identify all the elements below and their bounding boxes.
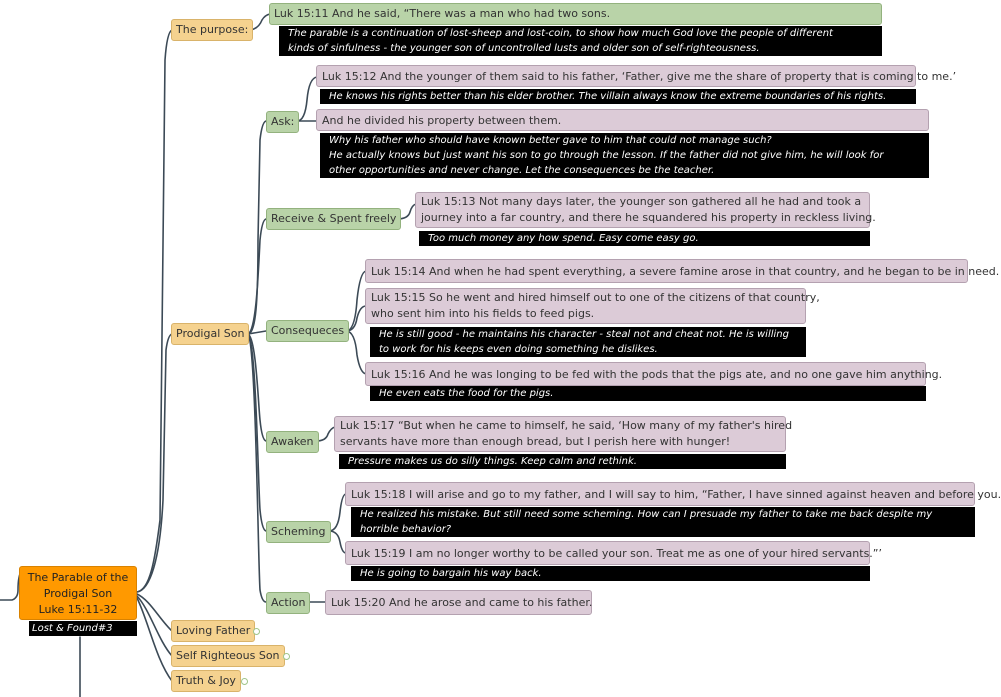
note-scheming-mistake: He realized his mistake. But still need … <box>351 507 975 537</box>
subtopic-ask[interactable]: Ask: <box>266 111 300 133</box>
verse-luk-15-13-line2: journey into a far country, and there he… <box>421 211 876 224</box>
note-consequences-good: He is still good - he maintains his char… <box>370 327 806 357</box>
note-ask-father-line3: other opportunities and never change. Le… <box>329 165 715 176</box>
verse-divided-property[interactable]: And he divided his property between them… <box>316 109 929 131</box>
verse-luk-15-14[interactable]: Luk 15:14 And when he had spent everythi… <box>365 259 999 283</box>
note-consequences-good-line2: to work for his keeps even doing somethi… <box>379 344 658 355</box>
collapse-indicator-icon[interactable] <box>253 628 260 635</box>
topic-purpose[interactable]: The purpose: <box>171 19 254 41</box>
note-purpose: The parable is a continuation of lost-sh… <box>279 26 882 56</box>
verse-luk-15-15-line2: who sent him into his fields to feed pig… <box>371 307 595 320</box>
note-purpose-line2: kinds of sinfulness - the younger son of… <box>288 43 760 54</box>
note-ask-father-line2: He actually knows but just want his son … <box>329 150 884 161</box>
verse-luk-15-17-line1: Luk 15:17 “But when he came to himself, … <box>340 419 793 432</box>
topic-self-righteous-son[interactable]: Self Righteous Son <box>171 645 285 667</box>
verse-luk-15-12[interactable]: Luk 15:12 And the younger of them said t… <box>316 65 956 87</box>
note-scheming-mistake-line1: He realized his mistake. But still need … <box>360 509 933 520</box>
note-purpose-line1: The parable is a continuation of lost-sh… <box>288 28 833 39</box>
subtopic-action[interactable]: Action <box>266 592 311 614</box>
verse-luk-15-15[interactable]: Luk 15:15 So he went and hired himself o… <box>365 288 820 324</box>
verse-luk-15-20[interactable]: Luk 15:20 And he arose and came to his f… <box>325 590 592 615</box>
central-topic-line1: The Parable of the <box>27 571 129 584</box>
collapse-indicator-icon[interactable] <box>283 653 290 660</box>
verse-luk-15-16[interactable]: Luk 15:16 And he was longing to be fed w… <box>365 362 942 386</box>
verse-luk-15-18[interactable]: Luk 15:18 I will arise and go to my fath… <box>345 482 1001 506</box>
verse-luk-15-19[interactable]: Luk 15:19 I am no longer worthy to be ca… <box>345 541 882 565</box>
note-ask-father: Why his father who should have known bet… <box>320 133 929 178</box>
note-consequences-good-line1: He is still good - he maintains his char… <box>379 329 789 340</box>
verse-luk-15-17-line2: servants have more than enough bread, bu… <box>340 435 731 448</box>
note-ask-father-line1: Why his father who should have known bet… <box>329 135 772 146</box>
subtopic-consequences[interactable]: Consequeces <box>266 320 350 342</box>
note-ask-rights: He knows his rights better than his elde… <box>320 89 916 104</box>
subtopic-receive-spent[interactable]: Receive & Spent freely <box>266 208 402 230</box>
note-awaken: Pressure makes us do silly things. Keep … <box>339 454 786 469</box>
verse-luk-15-13[interactable]: Luk 15:13 Not many days later, the young… <box>415 192 876 228</box>
central-topic[interactable]: The Parable of the Prodigal Son Luke 15:… <box>19 566 137 620</box>
topic-loving-father[interactable]: Loving Father <box>171 620 256 642</box>
note-receive: Too much money any how spend. Easy come … <box>419 231 870 246</box>
note-consequences-pigs: He even eats the food for the pigs. <box>370 386 926 401</box>
topic-truth-joy[interactable]: Truth & Joy <box>171 670 241 692</box>
note-scheming-mistake-line2: horrible behavior? <box>360 524 452 535</box>
note-scheming-bargain: He is going to bargain his way back. <box>351 566 870 581</box>
subtopic-awaken[interactable]: Awaken <box>266 431 319 453</box>
topic-prodigal-son[interactable]: Prodigal Son <box>171 323 250 345</box>
verse-luk-15-17[interactable]: Luk 15:17 “But when he came to himself, … <box>334 416 793 452</box>
collapse-indicator-icon[interactable] <box>241 678 248 685</box>
verse-luk-15-13-line1: Luk 15:13 Not many days later, the young… <box>421 195 862 208</box>
verse-luk-15-15-line1: Luk 15:15 So he went and hired himself o… <box>371 291 820 304</box>
verse-luk-15-11[interactable]: Luk 15:11 And he said, “There was a man … <box>269 3 882 25</box>
central-topic-line2: Prodigal Son <box>43 587 113 600</box>
subtopic-scheming[interactable]: Scheming <box>266 521 331 543</box>
central-topic-line3: Luke 15:11-32 <box>38 603 118 616</box>
central-topic-tag: Lost & Found#3 <box>29 621 137 636</box>
